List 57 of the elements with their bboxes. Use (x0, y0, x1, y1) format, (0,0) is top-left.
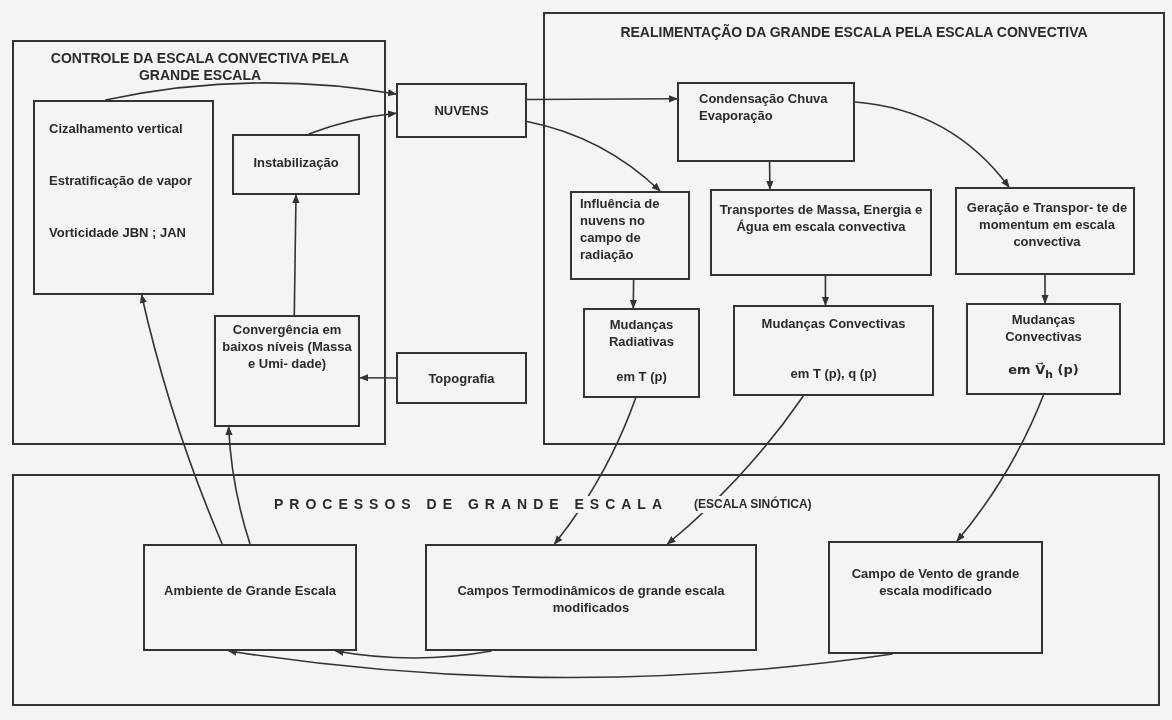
arrow (308, 110, 397, 135)
arrow (854, 101, 1010, 188)
process-box (570, 191, 690, 280)
box-text: Instabilização (252, 154, 340, 171)
box-text: Geração e Transpor- te de momentum em escala convectiva (965, 199, 1129, 250)
box-text: em T (p) (615, 368, 668, 385)
process-box (677, 82, 855, 162)
group-panel (12, 474, 1160, 706)
process-box (828, 541, 1043, 654)
box-text: Mudanças Convectivas (760, 315, 907, 332)
arrow (139, 294, 223, 545)
group-heading: CONTROLE DA ESCALA CONVECTIVA PELA GRANDE ESCALA (49, 50, 351, 84)
box-text: Campos Termodinâmicos de grande escala modificados (456, 582, 726, 616)
arrow (104, 82, 397, 101)
process-box (733, 305, 934, 396)
process-box (955, 187, 1135, 275)
process-box (583, 308, 700, 398)
process-box (33, 100, 214, 295)
arrow (821, 275, 830, 306)
box-text: Condensação Chuva Evaporação (699, 90, 829, 124)
process-box (425, 544, 757, 651)
box-text: Vorticidade JBN ; JAN (49, 224, 187, 241)
arrow (629, 279, 637, 309)
arrow (526, 95, 678, 103)
box-text: Estratificação de vapor (49, 172, 194, 189)
process-box (966, 303, 1121, 395)
group-panel (543, 12, 1165, 445)
arrow (956, 394, 1045, 542)
arrow (359, 374, 397, 382)
process-box (710, 189, 932, 276)
process-box (143, 544, 357, 651)
group-heading: REALIMENTAÇÃO DA GRANDE ESCALA PELA ESCALA CONVECTIVA (619, 24, 1089, 41)
group-heading: (ESCALA SINÓTICA) (694, 496, 812, 513)
arrow (292, 194, 300, 316)
box-text: Ambiente de Grande Escala (163, 582, 337, 599)
box-text: em T (p), q (p) (789, 365, 878, 382)
box-text: Campo de Vento de grande escala modificado (850, 565, 1021, 599)
box-text: Convergência em baixos níveis (Massa e Umi- dade) (221, 321, 353, 372)
group-panel (12, 40, 386, 445)
box-text: Mudanças Convectivas (1004, 311, 1083, 345)
arrow (766, 161, 774, 190)
arrow (526, 120, 661, 192)
process-box (214, 315, 360, 427)
box-text: Cizalhamento vertical (49, 120, 184, 137)
box-text: Topografia (427, 370, 496, 387)
process-box (396, 83, 527, 138)
process-box (232, 134, 360, 195)
box-text: NUVENS (433, 102, 490, 119)
box-text: em V⃗$_{h}$ (p) (1007, 361, 1080, 383)
arrow (553, 397, 637, 545)
arrow (666, 395, 805, 545)
arrow (1041, 274, 1049, 304)
process-box (396, 352, 527, 404)
box-text: Mudanças Radiativas (607, 316, 675, 350)
box-text: Influência de nuvens no campo de radiação (580, 195, 661, 263)
box-text: Transportes de Massa, Energia e Água em escala convectiva (718, 201, 924, 235)
arrow (225, 426, 251, 545)
